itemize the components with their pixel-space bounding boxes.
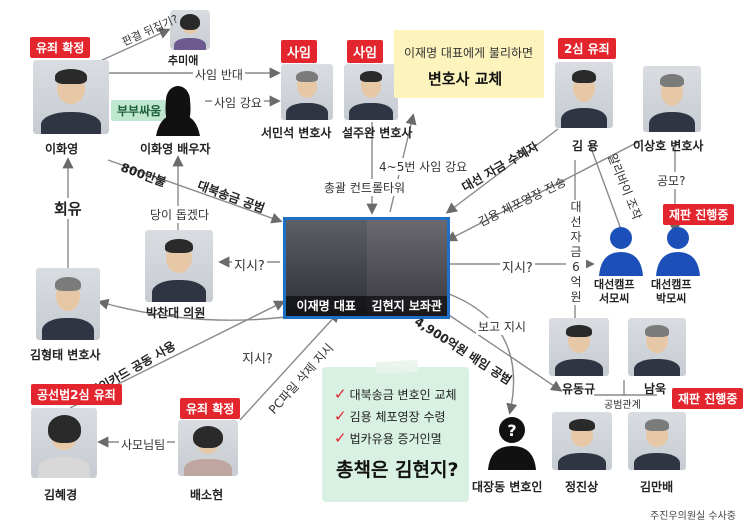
name-seo-minseok: 서민석 변호사 <box>261 126 332 140</box>
note-lawyer-replace: 이재명 대표에게 불리하면 변호사 교체 <box>394 30 544 98</box>
label-hoeyu: 회유 <box>52 198 84 219</box>
name-kim-yong: 김 용 <box>572 139 599 153</box>
note-line1: 이재명 대표에게 불리하면 <box>404 46 534 60</box>
label-resign-against: 사임 반대 <box>193 66 245 83</box>
label-campaign-funds: 대선 자금 6억원 <box>566 200 586 305</box>
photo-choo-miae <box>170 10 210 50</box>
photo-seol-juwan <box>344 64 398 120</box>
photo-park-chandae <box>145 230 213 302</box>
name-nam-wook: 남욱 <box>644 382 667 396</box>
name-park-chandae: 박찬대 의원 <box>146 306 206 320</box>
photo-seo-minseok <box>281 64 333 120</box>
name-yoo-donggyu: 유동규 <box>562 382 596 396</box>
center-photo-box: 이재명 대표 김현지 보좌관 <box>283 217 450 319</box>
name-park-camp: 대선캠프 박모씨 <box>651 278 692 305</box>
badge-convicted: 유죄 확정 <box>30 37 91 58</box>
note-line2: 변호사 교체 <box>428 70 503 88</box>
name-bae-sohyun: 배소현 <box>190 488 224 502</box>
line-overturn <box>97 28 171 63</box>
label-party-help: 당이 돕겠다 <box>148 206 212 223</box>
name-lee-sanghoon: 이상호 변호사 <box>633 139 704 153</box>
summary-row-3: ✓법카유용 증거인멸 <box>334 429 442 447</box>
caption-center-lee: 이재명 대표 <box>286 296 367 316</box>
summary-row-2: ✓김용 체포영장 수령 <box>334 407 446 425</box>
label-report-order: 보고 지시 <box>476 318 528 335</box>
name-jung-minsang: 정진상 <box>565 480 599 494</box>
silhouette-park-camp-icon <box>654 224 702 276</box>
name-choo-miae: 추미애 <box>168 54 199 67</box>
svg-text:?: ? <box>507 421 516 440</box>
photo-lee-hwayoung <box>33 60 109 134</box>
check-icon: ✓ <box>334 407 347 425</box>
badge-on-trial-daejang: 재판 진행중 <box>672 388 744 409</box>
summary-item-1: 대북송금 변호인 교체 <box>349 388 457 402</box>
check-icon: ✓ <box>334 385 347 403</box>
label-public-offer: 공모? <box>655 172 688 189</box>
photo-kim-yong <box>555 62 613 128</box>
name-lee-hwayoung: 이화영 <box>45 142 79 156</box>
photo-bae-sohyun <box>178 420 238 476</box>
photo-jung-minsang <box>552 412 612 470</box>
badge-election-law: 공선법2심 유죄 <box>31 384 122 405</box>
line-alibi <box>589 144 623 233</box>
label-control-tower: 총괄 컨트롤타워 <box>322 179 408 196</box>
line-kimyong-funds <box>445 128 559 214</box>
line-pc-delete <box>239 310 340 421</box>
summary-item-3: 법카유용 증거인멸 <box>349 432 442 446</box>
check-icon: ✓ <box>334 429 347 447</box>
line-hwayoung-transfer <box>107 159 283 224</box>
label-order-kimhyungtae: 지시? <box>240 348 275 367</box>
name-daejang-lawyer: 대장동 변호인 <box>472 480 543 494</box>
summary-card: ✓대북송금 변호인 교체 ✓김용 체포영장 수령 ✓법카유용 증거인멸 총책은 … <box>322 359 469 502</box>
badge-resigned-seol: 사임 <box>347 40 383 63</box>
name-kim-manbae: 김만배 <box>640 480 674 494</box>
name-kim-hyungtae: 김형태 변호사 <box>30 348 101 362</box>
photo-nam-wook <box>628 318 686 376</box>
badge-resigned-seo: 사임 <box>281 40 317 63</box>
silhouette-seo-camp-icon <box>597 224 645 276</box>
summary-headline: 총책은 김현지? <box>336 459 459 481</box>
name-seo-camp: 대선캠프 서모씨 <box>594 278 635 305</box>
photo-kim-hyekyung <box>31 408 97 478</box>
caption-center-kim: 김현지 보좌관 <box>366 296 447 316</box>
summary-row-1: ✓대북송금 변호인 교체 <box>334 385 457 403</box>
photo-yoo-donggyu <box>549 318 609 376</box>
silhouette-spouse-icon <box>150 80 206 136</box>
summary-item-2: 김용 체포영장 수령 <box>349 410 446 424</box>
credit-text: 주진우의원실 수사중 <box>650 511 736 522</box>
badge-second-trial: 2심 유죄 <box>558 38 616 59</box>
tape-decoration <box>375 359 419 375</box>
badge-on-trial-camp: 재판 진행중 <box>663 204 735 225</box>
line-report-order <box>437 289 518 415</box>
line-breach <box>445 312 563 392</box>
name-seol-juwan: 설주완 변호사 <box>342 126 413 140</box>
photo-lee-sanghoon <box>643 66 701 132</box>
label-resign-45: 4~5번 사임 강요 <box>377 158 470 175</box>
label-resign-force: 사임 강요 <box>212 94 264 111</box>
line-leesangho-warrant <box>445 139 643 242</box>
photo-kim-manbae <box>628 412 686 470</box>
label-order-camp: 지시? <box>500 257 535 276</box>
label-sado: 사모님팀 <box>119 436 168 453</box>
name-lee-spouse: 이화영 배우자 <box>140 142 211 156</box>
label-order-park: 지시? <box>232 255 267 274</box>
name-kim-hyekyung: 김혜경 <box>44 488 78 502</box>
photo-kim-hyungtae <box>36 268 100 340</box>
badge-convicted-bae: 유죄 확정 <box>180 398 241 419</box>
silhouette-unknown-icon: ? <box>486 414 538 470</box>
label-relation: 공범관계 <box>602 396 643 411</box>
line-order-kimhyungtae <box>97 298 301 321</box>
badge-couple-fight: 부부싸움 <box>111 100 168 121</box>
